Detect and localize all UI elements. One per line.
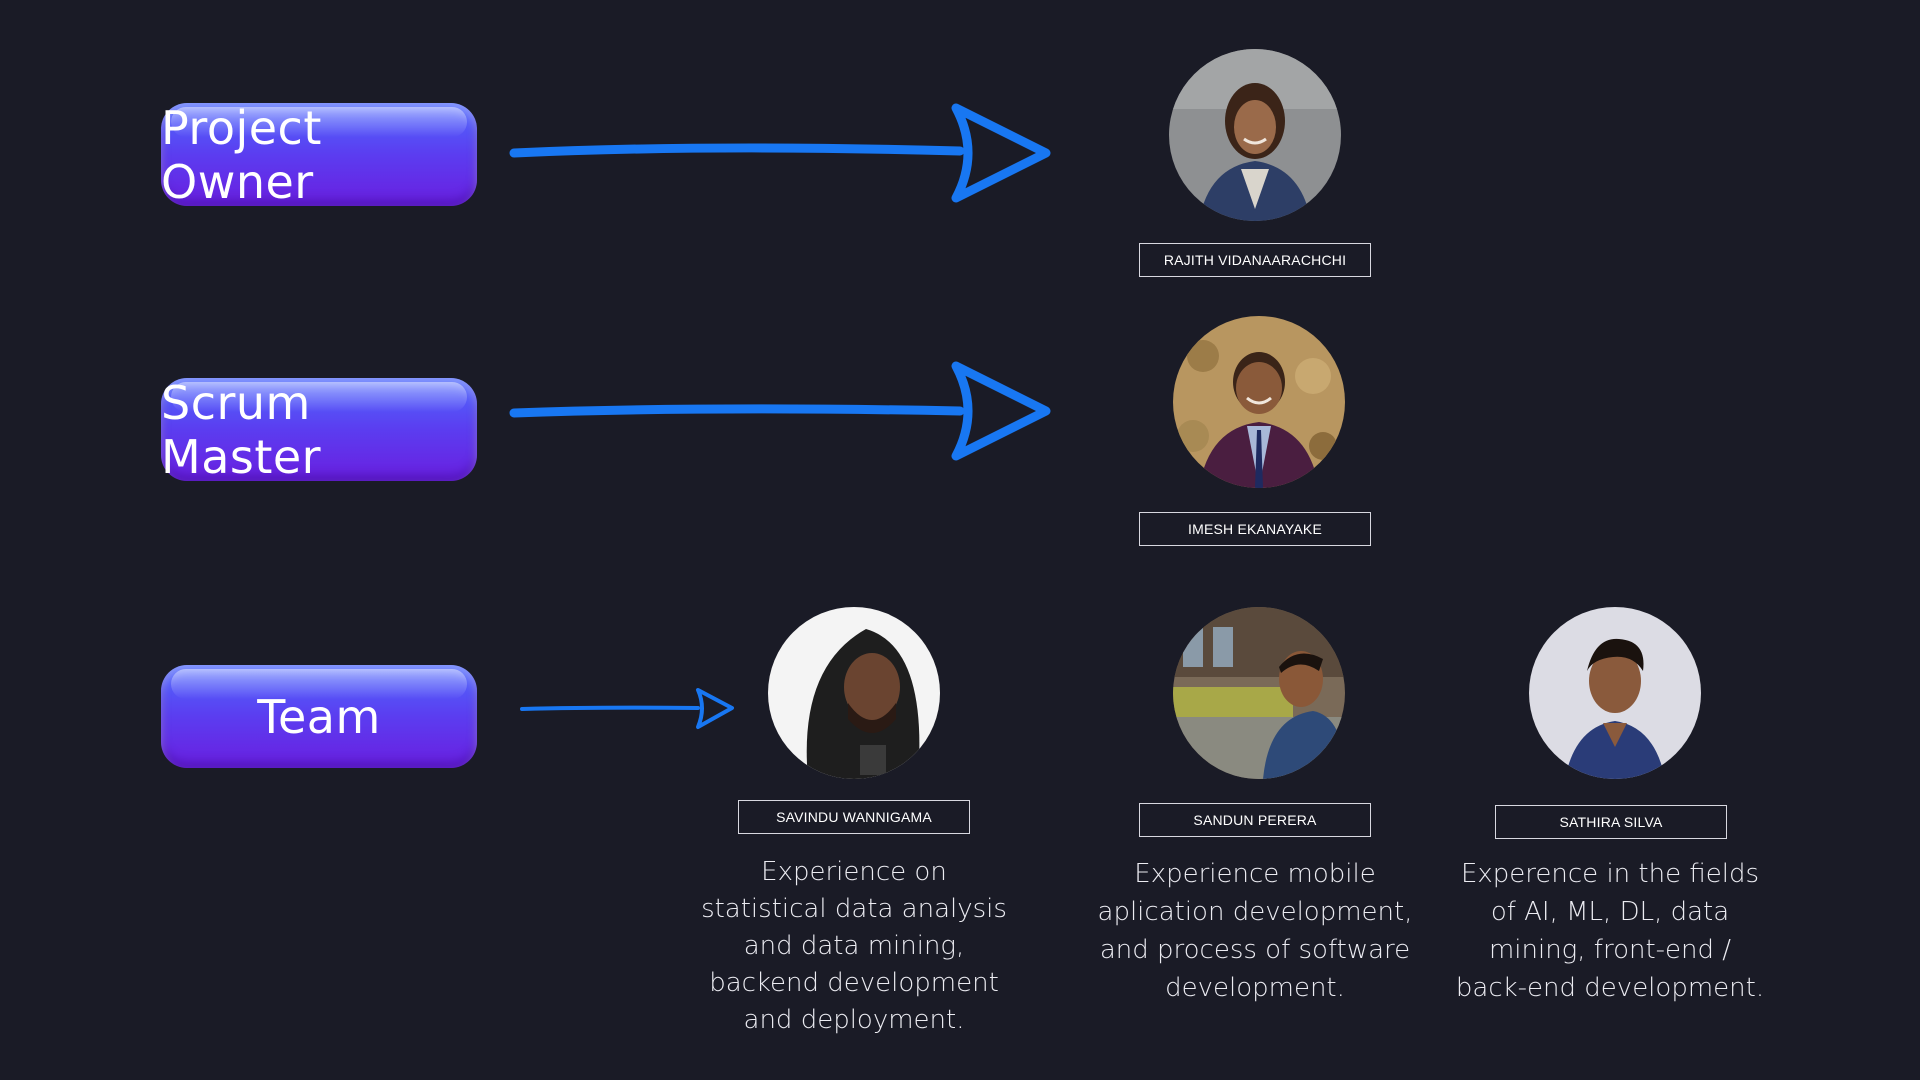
team-label: Team bbox=[257, 689, 381, 744]
sandun-description: Experience mobile aplication development… bbox=[1097, 859, 1413, 1003]
project-owner-label: Project Owner bbox=[161, 100, 322, 209]
imesh-name: IMESH EKANAYAKE bbox=[1188, 521, 1322, 537]
scrum-master-pill: Scrum Master bbox=[161, 375, 477, 484]
team-arrow bbox=[520, 688, 734, 729]
rajith-name-box: RAJITH VIDANAARACHCHI bbox=[1139, 243, 1371, 277]
project-owner-pill: Project Owner bbox=[161, 100, 477, 209]
scrum-master-arrow bbox=[509, 361, 1051, 461]
scrum-master-label: Scrum Master bbox=[161, 375, 322, 484]
sathira-name: SATHIRA SILVA bbox=[1559, 814, 1663, 830]
savindu-description: Experience on statistical data analysis … bbox=[701, 857, 1007, 1035]
sandun-avatar bbox=[1173, 607, 1345, 779]
imesh-name-box: IMESH EKANAYAKE bbox=[1139, 512, 1371, 546]
savindu-name-box: SAVINDU WANNIGAMA bbox=[738, 800, 970, 834]
portrait-photo-icon bbox=[1169, 49, 1341, 221]
sandun-name: SANDUN PERERA bbox=[1193, 812, 1317, 828]
sandun-name-box: SANDUN PERERA bbox=[1139, 803, 1371, 837]
sathira-avatar bbox=[1529, 607, 1701, 779]
rajith-avatar bbox=[1169, 49, 1341, 221]
portrait-photo-icon bbox=[1173, 607, 1345, 779]
portrait-photo-icon bbox=[1173, 316, 1345, 488]
project-owner-arrow bbox=[509, 103, 1051, 203]
sathira-description: Experence in the fields of AI, ML, DL, d… bbox=[1455, 859, 1765, 1003]
rajith-name: RAJITH VIDANAARACHCHI bbox=[1163, 252, 1347, 268]
team-pill: Team bbox=[161, 665, 477, 768]
imesh-avatar bbox=[1173, 316, 1345, 488]
portrait-photo-icon bbox=[768, 607, 940, 779]
portrait-photo-icon bbox=[1529, 607, 1701, 779]
sathira-name-box: SATHIRA SILVA bbox=[1495, 805, 1727, 839]
savindu-avatar bbox=[768, 607, 940, 779]
savindu-name: SAVINDU WANNIGAMA bbox=[776, 809, 932, 825]
